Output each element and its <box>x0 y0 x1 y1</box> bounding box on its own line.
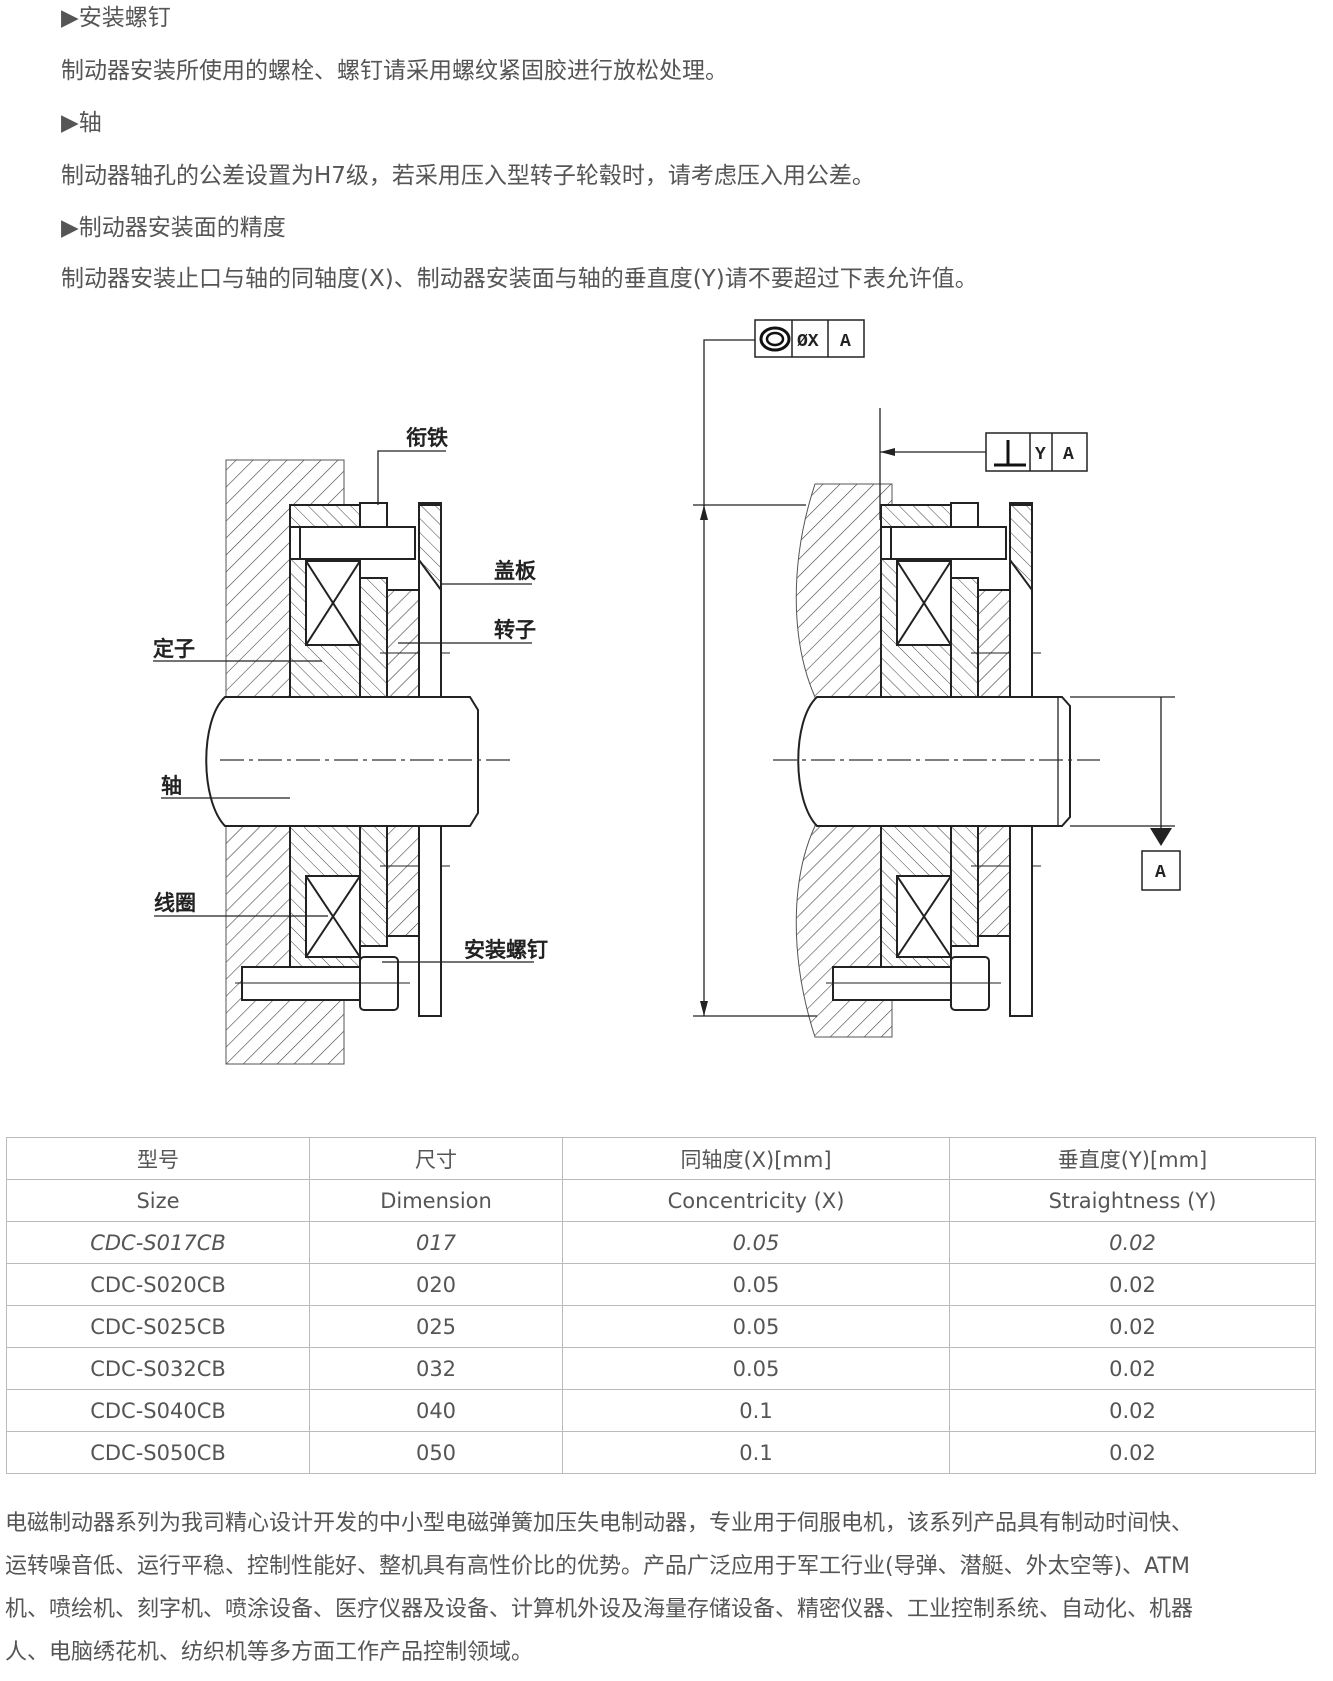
brake-installation-diagram: 衔铁 盖板 转子 定子 轴 线圈 安装螺钉 ØX A <box>153 319 1181 1065</box>
cell: 0.02 <box>949 1263 1316 1306</box>
heading-precision: ▶制动器安装面的精度 <box>61 215 286 241</box>
heading-shaft: ▶轴 <box>61 110 102 136</box>
cell: 0.05 <box>562 1221 950 1264</box>
text-screw: 制动器安装所使用的螺栓、螺钉请采用螺纹紧固胶进行放松处理。 <box>61 58 728 84</box>
description-line: 机、喷绘机、刻字机、喷涂设备、医疗仪器及设备、计算机外设及海量存储设备、精密仪器… <box>5 1597 1194 1622</box>
perpendicularity-icon <box>994 440 1026 467</box>
shaft-left <box>205 696 479 827</box>
label-stator: 定子 <box>153 637 195 661</box>
table-header-en: Size Dimension Concentricity (X) Straigh… <box>6 1179 1316 1222</box>
datum-a: A <box>1141 850 1181 891</box>
text-shaft: 制动器轴孔的公差设置为H7级，若采用压入型转子轮毂时，请考虑压入用公差。 <box>61 163 875 189</box>
header-cell: Straightness (Y) <box>949 1179 1316 1222</box>
cell: 0.02 <box>949 1221 1316 1264</box>
cell: 050 <box>309 1431 563 1474</box>
fcf-concentricity: ØX A <box>754 319 865 358</box>
cell: 0.02 <box>949 1347 1316 1390</box>
cell: 020 <box>309 1263 563 1306</box>
description-line: 运转噪音低、运行平稳、控制性能好、整机具有高性价比的优势。产品广泛应用于军工行业… <box>5 1554 1190 1579</box>
cell: CDC-S040CB <box>6 1389 310 1432</box>
cell: 0.05 <box>562 1263 950 1306</box>
cell: 0.05 <box>562 1347 950 1390</box>
svg-text:A: A <box>1155 863 1166 883</box>
label-screw: 安装螺钉 <box>464 938 548 962</box>
tolerance-table: 型号 尺寸 同轴度(X)[mm] 垂直度(Y)[mm] Size Dimensi… <box>6 1137 1316 1474</box>
heading-screw: ▶安装螺钉 <box>61 5 171 31</box>
cell: 025 <box>309 1305 563 1348</box>
cell: CDC-S017CB <box>6 1221 310 1264</box>
svg-text:A: A <box>840 332 851 352</box>
concentricity-icon <box>759 326 791 352</box>
label-rotor: 转子 <box>494 618 536 642</box>
cell: CDC-S032CB <box>6 1347 310 1390</box>
fcf-perpendicularity: Y A <box>985 432 1088 472</box>
header-cell: Size <box>6 1179 310 1222</box>
cell: CDC-S025CB <box>6 1305 310 1348</box>
product-description: 电磁制动器系列为我司精心设计开发的中小型电磁弹簧加压失电制动器，专业用于伺服电机… <box>5 1502 1193 1674</box>
svg-text:ØX: ØX <box>797 332 819 352</box>
label-coil: 线圈 <box>154 891 196 915</box>
text-precision: 制动器安装止口与轴的同轴度(X)、制动器安装面与轴的垂直度(Y)请不要超过下表允… <box>61 266 978 292</box>
cell: 017 <box>309 1221 563 1264</box>
svg-text:A: A <box>1063 445 1074 465</box>
table-header-cn: 型号 尺寸 同轴度(X)[mm] 垂直度(Y)[mm] <box>6 1137 1316 1180</box>
description-line: 电磁制动器系列为我司精心设计开发的中小型电磁弹簧加压失电制动器，专业用于伺服电机… <box>5 1511 1194 1536</box>
header-cell: 型号 <box>6 1137 310 1180</box>
svg-text:Y: Y <box>1035 445 1046 465</box>
header-cell: 同轴度(X)[mm] <box>562 1137 950 1180</box>
cell: CDC-S050CB <box>6 1431 310 1474</box>
cell: 0.02 <box>949 1305 1316 1348</box>
cell: 032 <box>309 1347 563 1390</box>
cell: CDC-S020CB <box>6 1263 310 1306</box>
cell: 0.02 <box>949 1431 1316 1474</box>
header-cell: 垂直度(Y)[mm] <box>949 1137 1316 1180</box>
header-cell: 尺寸 <box>309 1137 563 1180</box>
header-cell: Dimension <box>309 1179 563 1222</box>
cell: 0.05 <box>562 1305 950 1348</box>
description-line: 人、电脑绣花机、纺织机等多方面工作产品控制领域。 <box>5 1640 534 1665</box>
cell: 0.1 <box>562 1389 950 1432</box>
label-shaft: 轴 <box>161 774 182 798</box>
header-cell: Concentricity (X) <box>562 1179 950 1222</box>
cell: 0.02 <box>949 1389 1316 1432</box>
shaft-right <box>797 696 1071 827</box>
label-cover: 盖板 <box>494 559 537 583</box>
cell: 040 <box>309 1389 563 1432</box>
label-armature: 衔铁 <box>406 426 448 450</box>
cell: 0.1 <box>562 1431 950 1474</box>
